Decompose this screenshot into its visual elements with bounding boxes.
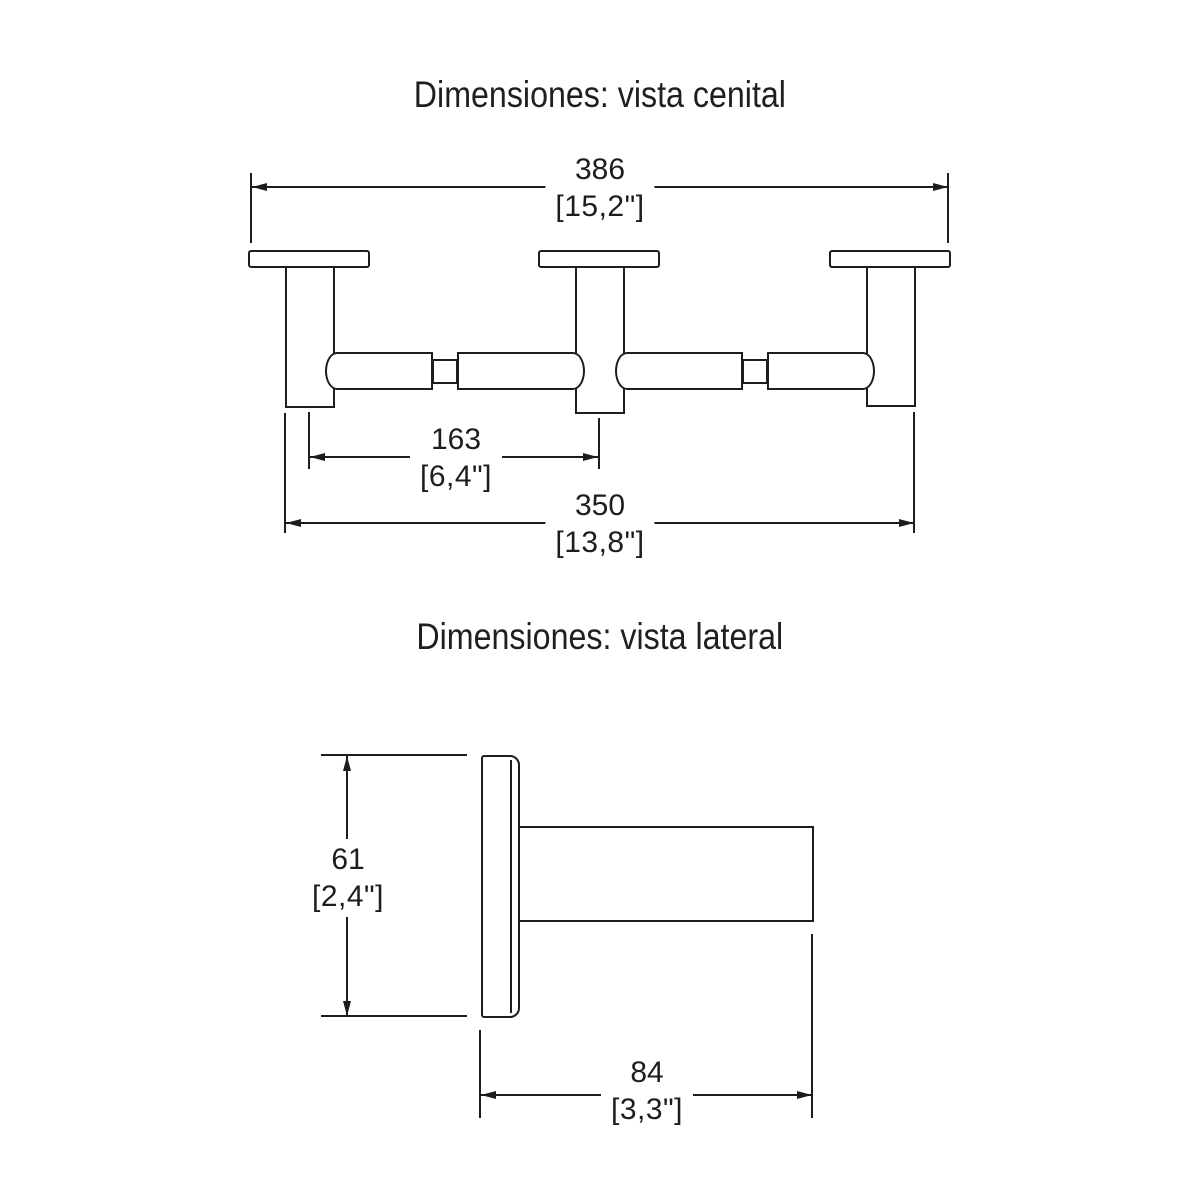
post-right [866,265,916,407]
post-center [575,265,625,414]
dim-350-arrow-left [286,519,301,527]
wall-plate-rim-line [510,760,512,1013]
dim-350-arrow-right [899,519,914,527]
flange-center [538,250,660,268]
dim-163-arrow-left [310,453,325,461]
side-view-title-text: Dimensiones: vista lateral [416,616,784,657]
dim-61-value: 61 [331,843,365,876]
roller-right-outer-segment [767,352,875,390]
dim-350-label: 350 [13,8"] [545,485,655,563]
dim-84-ext-right [811,934,813,1118]
roller-right-inner-segment [615,352,743,390]
dim-386-value: 386 [574,153,626,186]
dim-350-value: 350 [574,489,626,522]
dim-61-arrow-down [343,1001,351,1016]
roller-right-connector [742,359,768,384]
side-view-title: Dimensiones: vista lateral [0,616,1200,658]
dim-350-imperial: [13,8"] [555,526,645,559]
post-left [285,265,335,408]
top-view-title-text: Dimensiones: vista cenital [413,74,787,115]
dim-163-value: 163 [430,423,482,456]
dim-350-ext-left [284,413,286,533]
mount-arm [518,826,814,922]
dim-84-ext-left [479,1030,481,1118]
dim-386-arrow-right [933,183,948,191]
dim-61-ext-bottom [321,1015,467,1017]
dim-163-arrow-right [583,453,598,461]
roller-left-outer-segment [325,352,433,390]
dim-84-imperial: [3,3"] [610,1093,684,1126]
dim-386-ext-right [947,173,949,243]
dim-61-imperial: [2,4"] [311,880,385,913]
flange-left [248,250,370,268]
dim-386-ext-left [250,173,252,243]
dim-61-ext-top [321,754,467,756]
dim-163-label: 163 [6,4"] [409,419,503,497]
dim-84-value: 84 [630,1056,664,1089]
dim-84-arrow-left [481,1091,496,1099]
dim-386-imperial: [15,2"] [555,190,645,223]
flange-right [829,250,951,268]
wall-plate [481,755,520,1018]
roller-left-connector [432,359,458,384]
dim-163-imperial: [6,4"] [419,460,493,493]
roller-left-inner-segment [457,352,585,390]
dim-350-ext-right [913,412,915,533]
dim-84-arrow-right [797,1091,812,1099]
dim-386-arrow-left [252,183,267,191]
dim-386-label: 386 [15,2"] [545,149,655,227]
dim-84-label: 84 [3,3"] [600,1052,694,1130]
dim-61-arrow-up [343,756,351,771]
top-view-title: Dimensiones: vista cenital [0,74,1200,116]
dim-61-label: 61 [2,4"] [301,839,395,917]
dim-163-ext-right [598,418,600,469]
dim-163-ext-left [308,412,310,469]
